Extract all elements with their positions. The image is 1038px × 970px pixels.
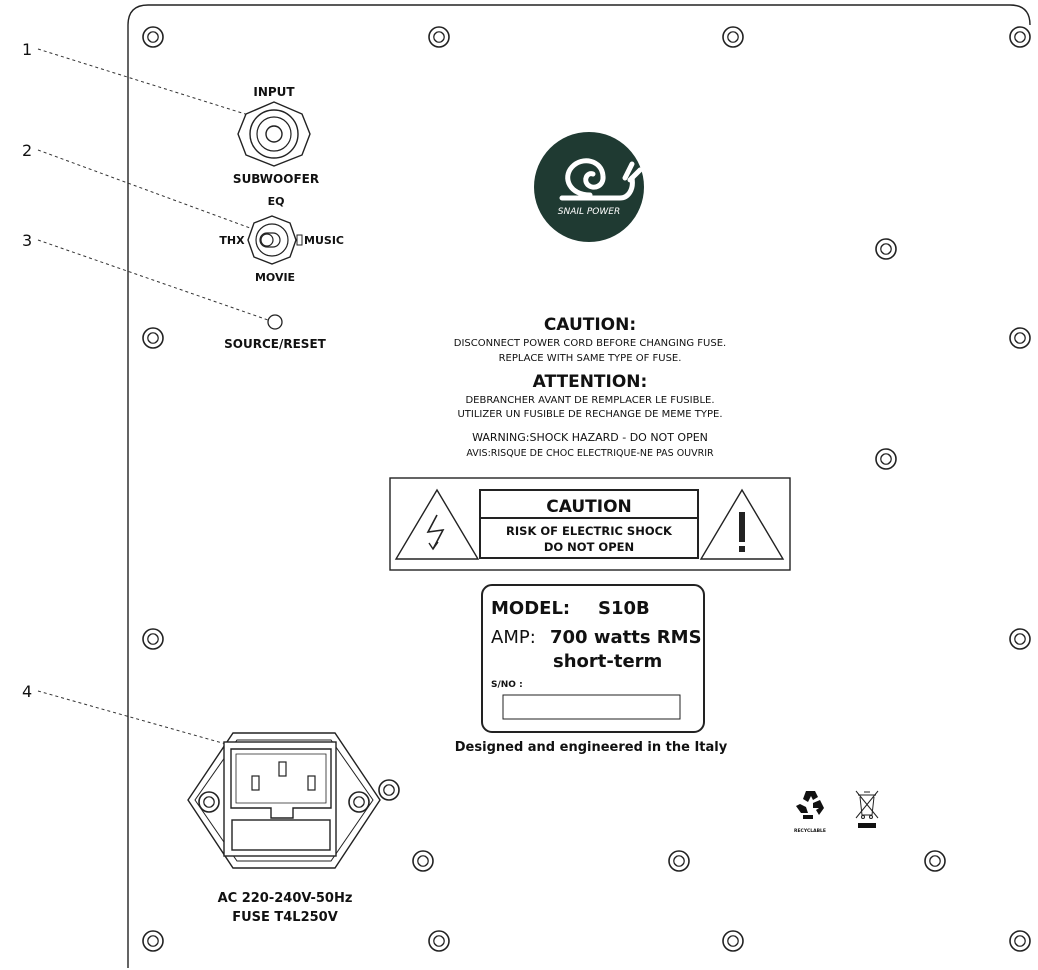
caution-line-2: REPLACE WITH SAME TYPE OF FUSE. [499,353,682,364]
pin-neutral [251,775,260,791]
callout-1: 1 [22,40,32,59]
serial-label: S/NO : [491,680,523,690]
callout-3: 3 [22,231,32,250]
screw-icon [198,791,220,813]
screw-icon [875,238,897,260]
screw-icon [1009,327,1031,349]
screw-icon [142,327,164,349]
power-rating-text: AC 220-240V-50Hz [218,891,353,906]
attention-line-1: DEBRANCHER AVANT DE REMPLACER LE FUSIBLE… [465,395,714,406]
screw-icon [1009,628,1031,650]
snail-icon [559,158,643,201]
power-inlet-module[interactable]: AC 220-240V-50Hz FUSE T4L250V [187,732,400,925]
screw-icon [428,26,450,48]
screw-icon [348,791,370,813]
screw-icon [1009,26,1031,48]
shock-line-2: DO NOT OPEN [544,540,634,554]
shock-line-1: RISK OF ELECTRIC SHOCK [506,524,673,538]
exclamation-warning-icon [699,488,785,560]
avis-line: AVIS:RISQUE DE CHOC ELECTRIQUE-NE PAS OU… [466,448,714,459]
callout-leaders [37,48,269,749]
attention-title: ATTENTION: [533,372,648,392]
recyclable-label: RECYCLABLE [794,828,826,834]
eq-label: EQ [268,195,285,208]
recycle-symbol: RECYCLABLE [794,791,826,834]
snail-power-logo: SNAIL POWER [534,132,644,242]
model-plate: MODEL: S10B AMP: 700 watts RMS short-ter… [481,584,705,733]
screw-icon [378,779,400,801]
callout-4: 4 [22,682,32,701]
callouts: 1 2 3 4 [22,40,32,701]
input-label: INPUT [253,85,295,99]
screw-icon [722,26,744,48]
movie-label: MOVIE [255,271,295,284]
warning-line: WARNING:SHOCK HAZARD - DO NOT OPEN [472,431,708,444]
screw-icon [428,930,450,952]
screw-icon [142,26,164,48]
screw-icon [412,850,434,872]
screw-icon [924,850,946,872]
amp-value: 700 watts RMS [550,627,702,648]
shock-warning-label: CAUTION RISK OF ELECTRIC SHOCK DO NOT OP… [389,477,791,571]
serial-field [502,694,681,720]
fuse-drawer[interactable] [231,819,331,851]
iec-socket [230,748,332,819]
caution-title: CAUTION: [544,315,636,335]
music-label: MUSIC [304,234,344,247]
screw-icon [722,930,744,952]
recycle-icon [796,791,824,819]
source-reset-label: SOURCE/RESET [224,337,326,351]
eq-switch[interactable]: EQ THX MUSIC MOVIE [219,195,344,284]
callout-2: 2 [22,141,32,160]
amp-note: short-term [553,651,662,672]
model-label: MODEL: [491,598,570,619]
subwoofer-label: SUBWOOFER [233,172,319,186]
shock-caution-title: CAUTION [546,497,632,517]
caution-line-1: DISCONNECT POWER CORD BEFORE CHANGING FU… [454,338,726,349]
pin-live [307,775,316,791]
screw-icon [142,628,164,650]
screw-icon [1009,930,1031,952]
screw-icon [142,930,164,952]
model-value: S10B [598,598,650,619]
lightning-warning-icon [394,488,480,560]
screw-icon [875,448,897,470]
fuse-rating-text: FUSE T4L250V [232,910,338,925]
logo-text: SNAIL POWER [558,207,620,217]
screw-icon [668,850,690,872]
designed-in-text: Designed and engineered in the Italy [455,740,728,755]
source-reset-button[interactable]: SOURCE/RESET [224,314,327,351]
thx-label: THX [219,234,245,247]
warning-text-block: CAUTION: DISCONNECT POWER CORD BEFORE CH… [454,315,726,459]
attention-line-2: UTILIZER UN FUSIBLE DE RECHANGE DE MEME … [457,409,722,420]
subwoofer-input-jack[interactable]: INPUT SUBWOOFER [233,85,319,186]
weee-crossed-bin-icon [855,790,879,828]
pin-earth [278,761,287,777]
panel-outline [127,4,1031,968]
amp-label: AMP: [491,627,536,648]
